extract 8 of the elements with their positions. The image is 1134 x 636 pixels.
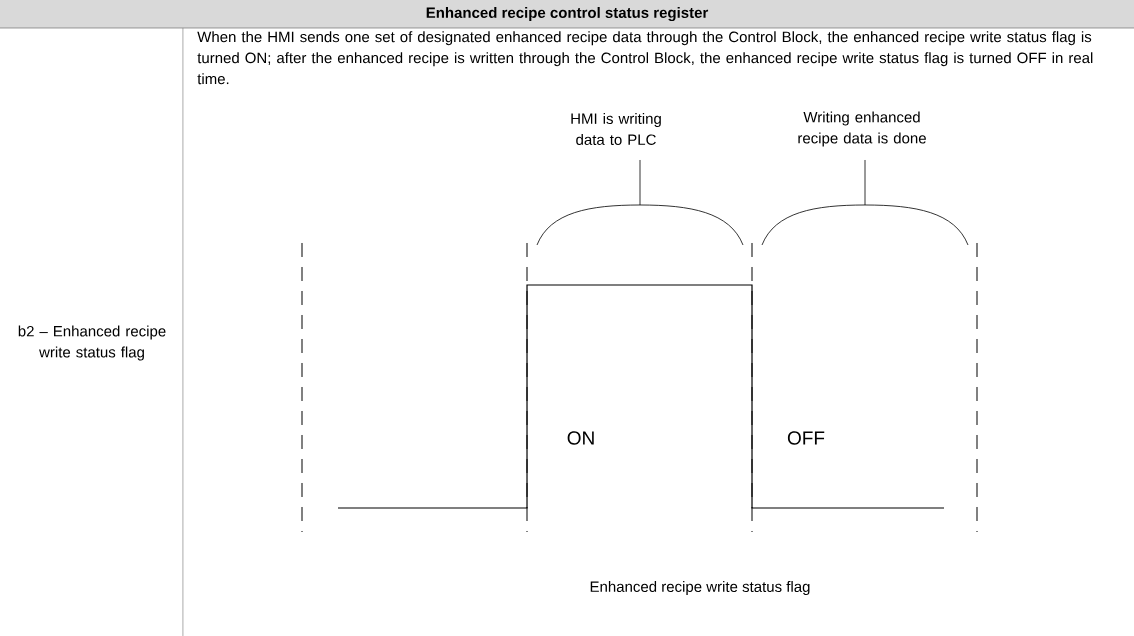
- row-label: b2 – Enhanced recipe write status flag: [18, 325, 166, 361]
- header-cell: Enhanced recipe control status register: [0, 0, 1134, 28]
- annotation-text: HMI is writing data to PLC: [571, 113, 661, 145]
- state-label: ON: [567, 431, 594, 445]
- annotation-text: Writing enhanced recipe data is done: [798, 111, 926, 147]
- caption: Enhanced recipe write status flag: [590, 581, 810, 595]
- description-text: When the HMI sends one set of designated enhanced recipe data through the Control Block, the enhanced recipe write status flag is turned ON; after the enhanced recipe is written through the Control Block, the enhanced recipe write status flag is turned OFF in real time.: [197, 31, 1093, 85]
- state-label: OFF: [787, 431, 825, 445]
